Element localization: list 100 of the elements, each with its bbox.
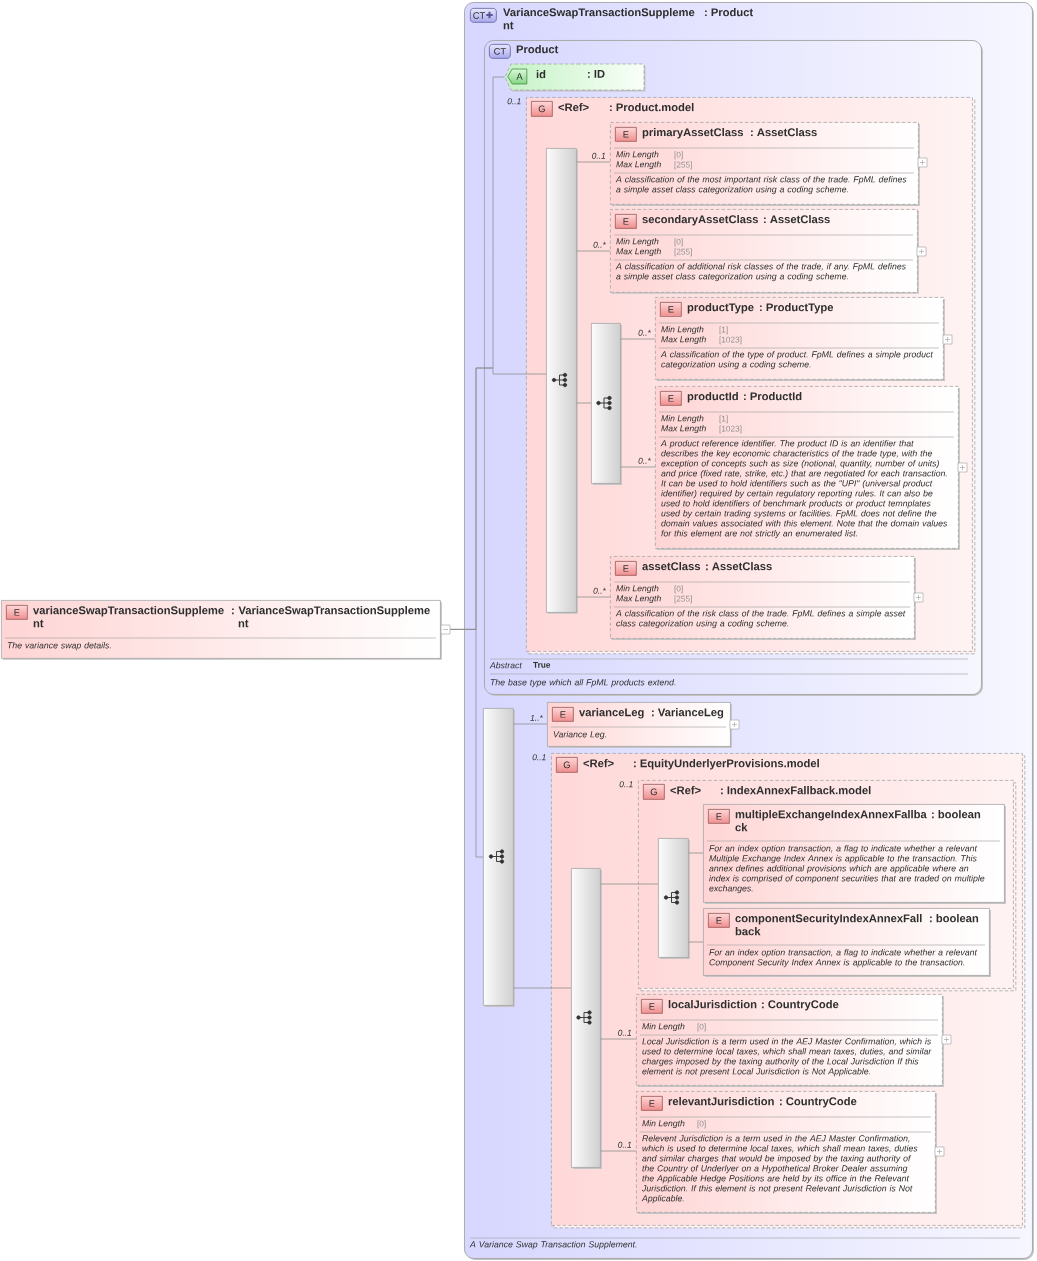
element-name: multipleExchangeIndexAnnexFallba ck: [735, 810, 927, 832]
element-name: productType: [687, 303, 754, 314]
element-name: secondaryAssetClass: [642, 215, 758, 226]
element-box: [703, 908, 991, 977]
ref-label: <Ref>: [583, 759, 614, 768]
element-name: assetClass: [642, 562, 701, 571]
facet-value: [255]: [674, 161, 692, 170]
facet-label: Min Length: [616, 238, 659, 247]
facet-label: Max Length: [616, 595, 661, 604]
description-text: For an index option transaction, a flag to indicate whether a relevant Multiple Exchange Index Annex is applicable to the transaction. This annex defines additional provisions which are applicable where an index is comprised of component securities that are traded on multiple exchanges.: [709, 845, 985, 894]
description-text: Variance Leg.: [553, 731, 606, 740]
facet-value: [1023]: [719, 425, 742, 434]
element-box: [610, 209, 919, 294]
facet-label: Min Length: [642, 1023, 685, 1032]
ref-label: <Ref>: [558, 103, 589, 112]
element-badge: E: [660, 302, 682, 317]
description-text: The base type which all FpML products extend.: [490, 679, 676, 688]
facet-value: [0]: [674, 151, 683, 160]
group-badge: G: [531, 101, 553, 117]
type-name: : AssetClass: [706, 562, 772, 571]
property-value: True: [533, 662, 551, 668]
attribute-tab: [504, 63, 646, 92]
type-name: : ID: [588, 70, 605, 78]
element-box: [636, 1091, 937, 1214]
element-name: componentSecurityIndexAnnexFall back: [735, 914, 922, 936]
property-label: Abstract: [489, 662, 523, 669]
cardinality-label: 0..1: [592, 152, 606, 159]
facet-label: Max Length: [616, 161, 661, 170]
facet-value: [0]: [674, 585, 683, 594]
facet-value: [255]: [674, 595, 692, 604]
element-name: productId: [687, 392, 738, 403]
description-text: The variance swap details.: [7, 642, 111, 651]
facet-label: Min Length: [661, 326, 704, 335]
element-name: primaryAssetClass: [642, 128, 743, 139]
cardinality-label: 0..*: [638, 457, 651, 464]
element-name: varianceLeg: [579, 708, 644, 719]
cardinality-label: 0..*: [593, 241, 606, 248]
facet-label: Min Length: [616, 151, 659, 160]
element-badge: E: [615, 561, 637, 576]
cardinality-label: 0..*: [593, 587, 606, 594]
cardinality-label: 0..1: [618, 1029, 632, 1036]
element-name: varianceSwapTransactionSuppleme nt: [33, 606, 224, 628]
type-name: : ProductId: [744, 392, 802, 401]
description-text: For an index option transaction, a flag to indicate whether a relevant Component Security Index Annex is applicable to the transaction.: [709, 949, 978, 968]
type-name: : ProductType: [760, 303, 834, 314]
element-badge: E: [552, 707, 574, 722]
description-text: A classification of additional risk classes of the trade, if any. FpML defines a simple asset class categorization using a coding scheme.: [615, 263, 906, 282]
base-type-name: : Product: [705, 8, 753, 17]
description-text: A product reference identifier. The product ID is an identifier that describes the key economic characteristics of the trade type, with the exception of concepts such as size (notional, quantity, number of units) and price (fixed rate, strike, etc.) that are negotiated for each transaction. It can be used to hold identifiers such as the "UPI" (universal product identifier) required by certain regulatory reporting rules. It can also be used to hold identifiers of benchmark products or product temnplates used by certain trading systems or facilities. FpML does not define the domain values associated with this element. Note that the domain values for this element are not strictly an enumerated list.: [660, 440, 948, 539]
element-badge: E: [708, 809, 730, 824]
facet-value: [1023]: [719, 336, 742, 345]
element-name: relevantJurisdiction: [668, 1097, 774, 1106]
type-name: Product: [516, 45, 559, 54]
cardinality-label: 0..1: [507, 98, 521, 105]
group-badge: G: [556, 757, 578, 773]
ref-label: <Ref>: [670, 786, 701, 795]
element-box: [636, 994, 944, 1087]
facet-value: [1]: [719, 326, 728, 335]
facet-label: Min Length: [616, 585, 659, 594]
attribute-name: id: [536, 70, 546, 79]
type-name: : IndexAnnexFallback.model: [721, 786, 871, 795]
type-name: : VarianceSwapTransactionSuppleme nt: [232, 606, 430, 628]
facet-value: [0]: [697, 1120, 706, 1129]
facet-value: [1]: [719, 415, 728, 424]
element-box: [547, 702, 732, 748]
type-name: : CountryCode: [780, 1097, 857, 1108]
type-name: : AssetClass: [751, 128, 817, 137]
element-box: [610, 122, 920, 206]
cardinality-label: 0..*: [638, 329, 651, 336]
element-badge: E: [615, 127, 637, 142]
element-box: [610, 556, 916, 640]
type-name: : EquityUnderlyerProvisions.model: [634, 759, 819, 770]
description-text: A Variance Swap Transaction Supplement.: [469, 1241, 637, 1250]
type-name: : AssetClass: [764, 215, 830, 224]
complex-type-badge: CT: [470, 8, 497, 23]
element-box: [655, 386, 960, 550]
element-badge: E: [660, 391, 682, 406]
element-badge: E: [708, 913, 730, 928]
element-box: [655, 297, 945, 381]
element-box: [703, 804, 1006, 904]
element-name: localJurisdiction: [668, 1000, 757, 1009]
description-text: A classification of the type of product. FpML defines a simple product categorization using a coding scheme.: [660, 351, 934, 370]
description-text: A classification of the risk class of the trade. FpML defines a simple asset class categorization using a coding scheme.: [615, 610, 906, 629]
element-badge: E: [615, 214, 637, 229]
facet-value: [0]: [674, 238, 683, 247]
complex-type-badge: CT: [489, 44, 511, 59]
cardinality-label: 0..1: [619, 781, 633, 788]
facet-value: [255]: [674, 248, 692, 257]
facet-label: Min Length: [661, 415, 704, 424]
type-name: : boolean: [932, 810, 981, 819]
facet-label: Max Length: [661, 336, 706, 345]
group-badge: G: [643, 784, 665, 800]
type-name: : Product.model: [610, 103, 694, 112]
facet-label: Min Length: [642, 1120, 685, 1129]
facet-value: [0]: [697, 1023, 706, 1032]
element-box: [1, 600, 442, 660]
facet-label: Max Length: [661, 425, 706, 434]
cardinality-label: 1..*: [530, 714, 543, 721]
cardinality-label: 0..1: [618, 1141, 632, 1148]
description-text: Relevent Jurisdiction is a term used in the AEJ Master Confirmation, which is used to determine local taxes, which shall mean taxes, duties and similar charges that would be imposed by the taxing authority of the Country of Underlyer on a Hypothetical Broker Dealer assuming the Applicable Hedge Positions are held by its office in the Relevant Jurisdiction. If this element is not present Relevant Jurisdiction is Not Applicable.: [641, 1135, 918, 1204]
